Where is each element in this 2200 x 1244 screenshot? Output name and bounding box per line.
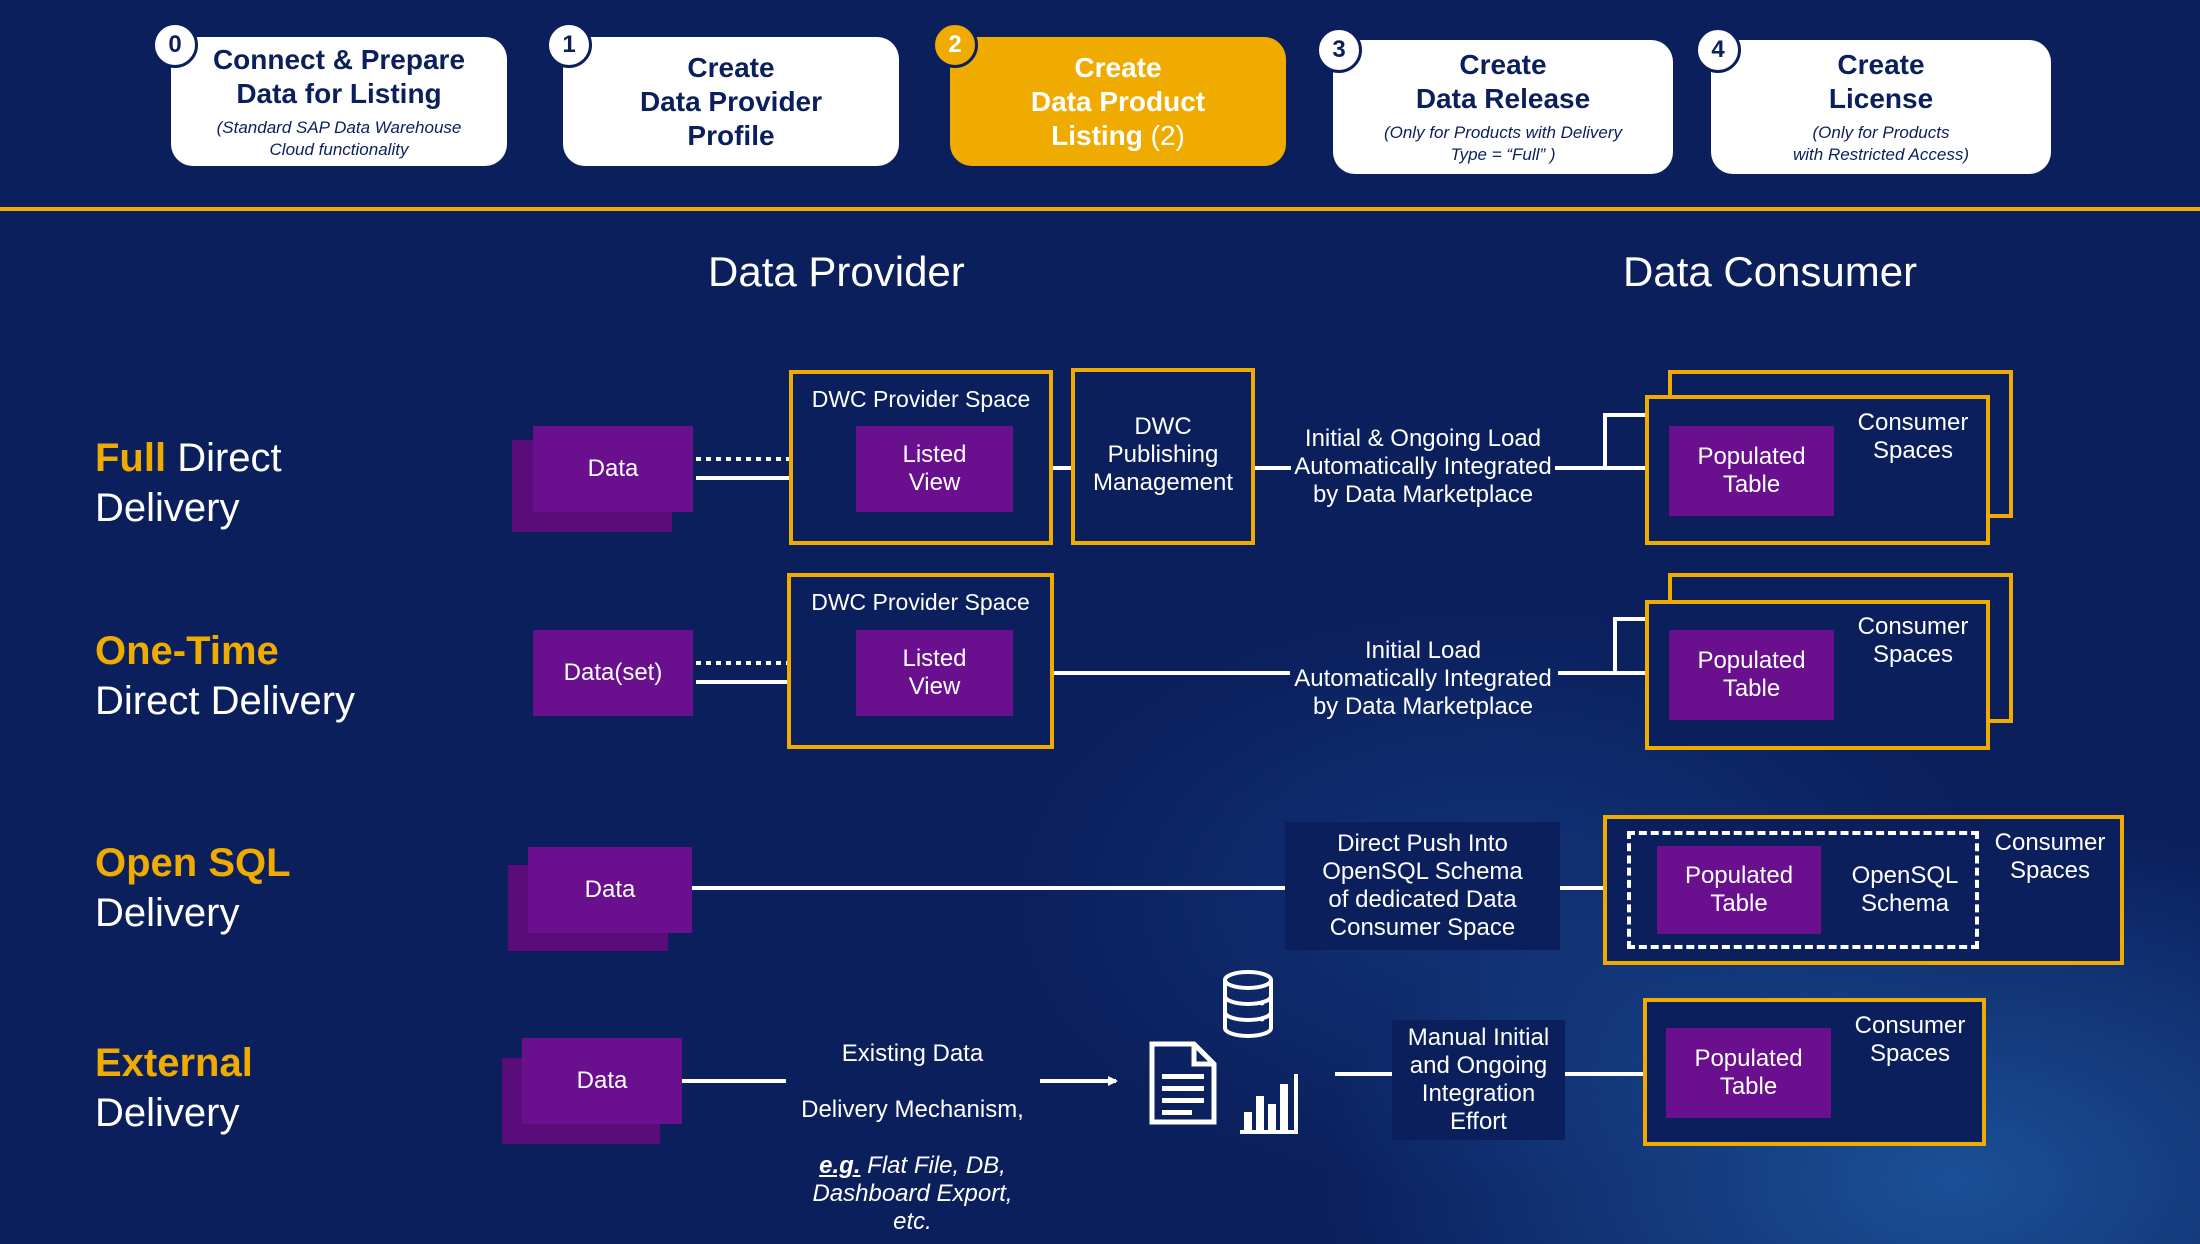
full-label-highlight: Full (95, 436, 167, 480)
opensql-push-text: Direct Push Into OpenSQL Schema of dedic… (1322, 830, 1523, 941)
full-direct-delivery-label: Full Direct Delivery (95, 433, 282, 533)
step-4-title: Create License (1828, 49, 1934, 114)
external-mechanism-rest: Flat File, DB, Dashboard Export, etc. (812, 1152, 1013, 1235)
step-0-note: (Standard SAP Data Warehouse Cloud funct… (216, 117, 462, 159)
onetime-provider-space-title: DWC Provider Space (811, 589, 1030, 615)
opensql-schema-dashed (1627, 831, 1979, 949)
data-consumer-heading: Data Consumer (1623, 248, 1918, 295)
full-populated-table: Populated Table (1669, 426, 1834, 516)
step-3-title: Create Data Release (1415, 49, 1591, 114)
opensql-populated-table: Populated Table (1657, 846, 1821, 934)
open-sql-delivery-label: Open SQL Delivery (95, 838, 291, 938)
step-4-note: (Only for Products with Restricted Acces… (1792, 123, 1970, 164)
external-mechanism-eg: e.g. (819, 1152, 861, 1179)
one-time-delivery-label: One-Time Direct Delivery (95, 626, 355, 726)
step-2-badge: 2 (932, 22, 978, 68)
step-1-title: Create Data Provider Profile (639, 51, 823, 151)
step-4-badge: 4 (1695, 27, 1741, 73)
step-2-title: Create Data Product Listing (2) (1031, 51, 1205, 153)
onetime-dataset-box: Data(set) (533, 630, 693, 716)
full-provider-space-title: DWC Provider Space (811, 386, 1031, 412)
database-icon (1223, 970, 1273, 1038)
external-data-box: Data (522, 1038, 682, 1124)
onetime-label-highlight: One-Time (95, 629, 279, 673)
full-label-rest: Direct (166, 436, 282, 480)
step-0-title: Connect & Prepare Data for Listing (212, 43, 466, 109)
external-mechanism-line2: Delivery Mechanism, (801, 1096, 1024, 1123)
external-manual-text: Manual Initial and Ongoing Integration E… (1407, 1024, 1550, 1135)
document-icon (1149, 1041, 1217, 1125)
step-1-card[interactable]: Create Data Provider Profile (563, 37, 899, 166)
opensql-label-line2: Delivery (95, 891, 240, 935)
onetime-populated-table: Populated Table (1669, 630, 1834, 720)
external-mechanism-text: Existing Data Delivery Mechanism, e.g. F… (790, 1012, 1035, 1236)
onetime-label-line2: Direct Delivery (95, 679, 356, 723)
opensql-push-box: Direct Push Into OpenSQL Schema of dedic… (1285, 822, 1560, 950)
step-4-card[interactable]: Create License (Only for Products with R… (1711, 40, 2051, 174)
full-publishing-management (1071, 368, 1255, 545)
external-label-line2: Delivery (95, 1091, 240, 1135)
step-3-badge: 3 (1316, 27, 1362, 73)
external-delivery-label: External Delivery (95, 1038, 253, 1138)
external-populated-table: Populated Table (1666, 1028, 1831, 1118)
step-3-card[interactable]: Create Data Release (Only for Products w… (1333, 40, 1673, 174)
step-0-card[interactable]: Connect & Prepare Data for Listing (Stan… (171, 37, 507, 166)
step-2-title-suffix: (2) (1142, 119, 1185, 151)
full-label-line2: Delivery (95, 486, 240, 530)
onetime-consumer-label: Consumer Spaces (1857, 613, 1969, 668)
step-2-card[interactable]: Create Data Product Listing (2) (950, 37, 1286, 166)
onetime-listed-view: Listed View (856, 630, 1013, 716)
opensql-data-box: Data (528, 847, 692, 933)
opensql-label-highlight: Open SQL (95, 841, 291, 885)
bar-chart-icon (1240, 1074, 1298, 1134)
opensql-schema-label: OpenSQL Schema (1851, 862, 1959, 917)
opensql-consumer-spaces (1603, 815, 2124, 965)
full-data-box: Data (533, 426, 693, 512)
step-1-badge: 1 (546, 22, 592, 68)
full-load-text: Initial & Ongoing Load Automatically Int… (1294, 425, 1552, 508)
external-consumer-label: Consumer Spaces (1854, 1012, 1966, 1067)
external-manual-box: Manual Initial and Ongoing Integration E… (1392, 1020, 1565, 1140)
step-0-badge: 0 (152, 22, 198, 68)
external-label-highlight: External (95, 1041, 253, 1085)
step-3-note: (Only for Products with Delivery Type = … (1383, 123, 1623, 164)
external-mechanism-line1: Existing Data (841, 1040, 984, 1067)
full-listed-view: Listed View (856, 426, 1013, 512)
header-divider (0, 207, 2200, 211)
opensql-consumer-label: Consumer Spaces (1994, 829, 2106, 884)
full-publishing-text: DWC Publishing Management (1092, 413, 1234, 496)
onetime-load-text: Initial Load Automatically Integrated by… (1294, 637, 1552, 720)
full-consumer-label: Consumer Spaces (1857, 409, 1969, 464)
step-2-title-main: Create Data Product Listing (1030, 51, 1206, 151)
data-provider-heading: Data Provider (708, 248, 965, 295)
